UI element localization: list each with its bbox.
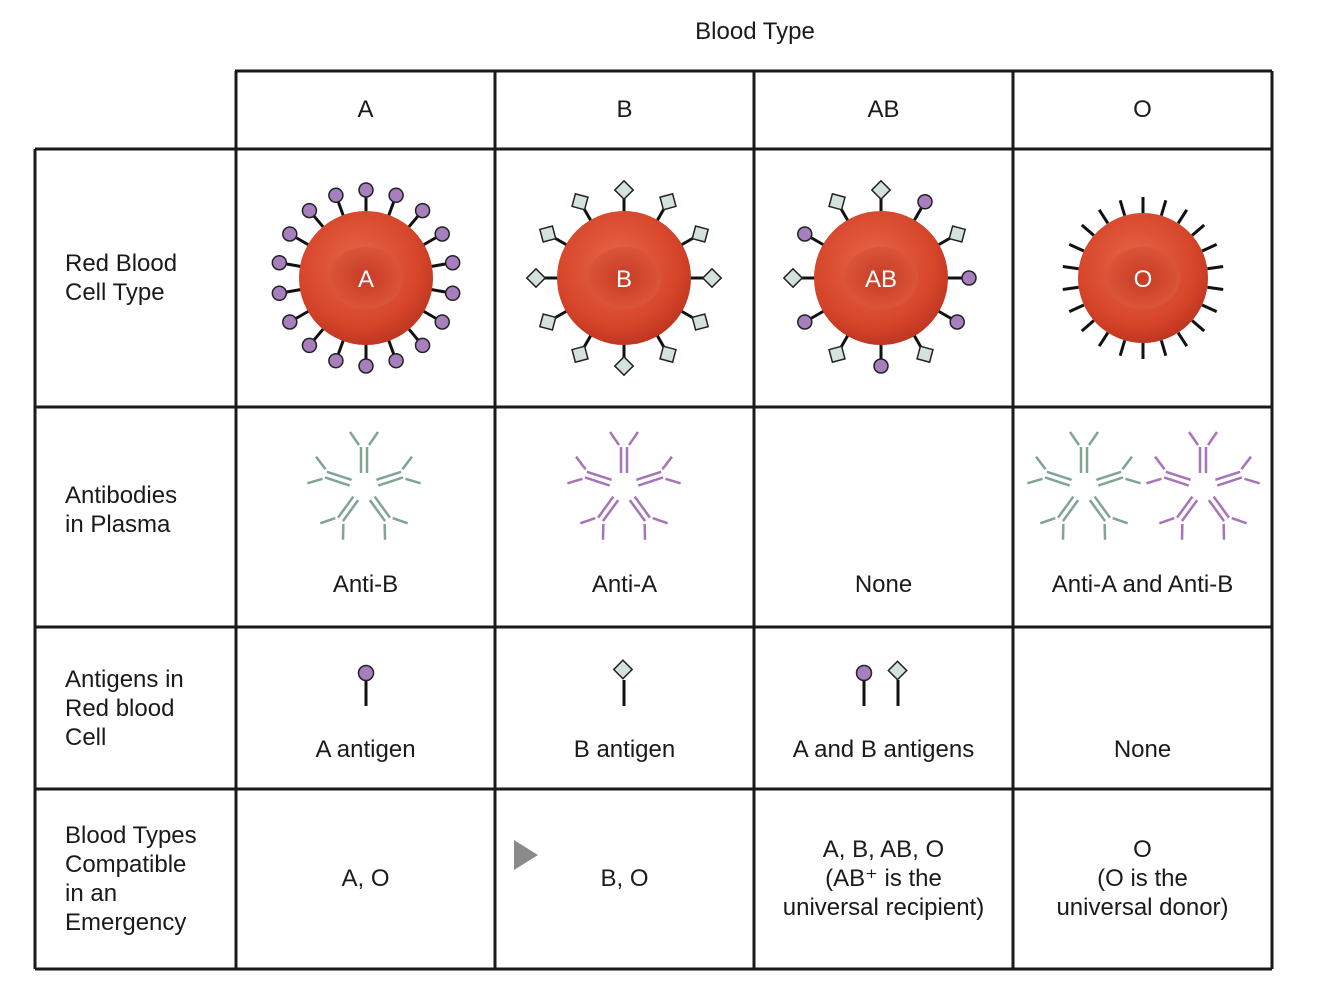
antigen-value-a: A antigen — [315, 736, 416, 763]
row-label-antigens-in-red-blood-cell: Antigens in Red blood Cell — [65, 665, 184, 751]
rbc-ab-label: AB — [865, 266, 897, 293]
antibody-value-o: Anti-A and Anti-B — [1051, 571, 1234, 598]
antibody-o-anti-b-icon — [1027, 431, 1141, 540]
rbc-b-label: B — [616, 266, 632, 293]
antigen-a-icon — [357, 664, 375, 706]
column-header-o: O — [1133, 96, 1152, 123]
antibody-value-a: Anti-B — [332, 571, 399, 598]
antibody-o-anti-a-icon — [1146, 431, 1260, 540]
rbc-o-label: O — [1134, 266, 1153, 293]
compatible-value-o: O (O is the universal donor) — [1056, 836, 1229, 921]
compatible-value-b: B, O — [600, 865, 649, 892]
antigen-value-ab: A and B antigens — [792, 736, 975, 763]
rbc-a-antigens — [271, 182, 461, 374]
antibody-value-b: Anti-A — [591, 571, 658, 598]
rbc-o-cell — [1078, 213, 1208, 343]
antigen-b-icon — [612, 659, 634, 706]
antibody-value-ab: None — [854, 571, 913, 598]
antibody-anti-a-icon — [567, 431, 681, 540]
mouse-pointer-icon — [514, 840, 538, 870]
row-label-compatible-types: Blood Types Compatible in an Emergency — [65, 822, 197, 936]
rbc-a-label: A — [358, 266, 374, 293]
column-header-ab: AB — [867, 96, 900, 123]
compatible-value-ab: A, B, AB, O (AB⁺ is the universal recipi… — [782, 836, 985, 921]
rbc-o-spikes — [1062, 197, 1224, 359]
column-header-a: A — [357, 96, 374, 123]
antigen-ab-icons — [855, 660, 908, 706]
rbc-b-cell — [557, 211, 691, 345]
rbc-a-cell — [299, 211, 433, 345]
antibody-anti-b-icon — [307, 431, 421, 540]
rbc-b-antigens — [525, 179, 723, 377]
row-label-red-blood-cell-type: Red Blood Cell Type — [65, 250, 178, 306]
compatible-value-a: A, O — [341, 865, 390, 892]
antigen-value-b: B antigen — [573, 736, 676, 763]
antigen-value-o: None — [1113, 736, 1172, 763]
rbc-ab-cell — [814, 211, 948, 345]
diagram-title: Blood Type — [695, 18, 815, 45]
rbc-ab-antigens — [782, 179, 977, 374]
column-header-b: B — [616, 96, 633, 123]
row-label-antibodies-in-plasma: Antibodies in Plasma — [65, 482, 178, 538]
